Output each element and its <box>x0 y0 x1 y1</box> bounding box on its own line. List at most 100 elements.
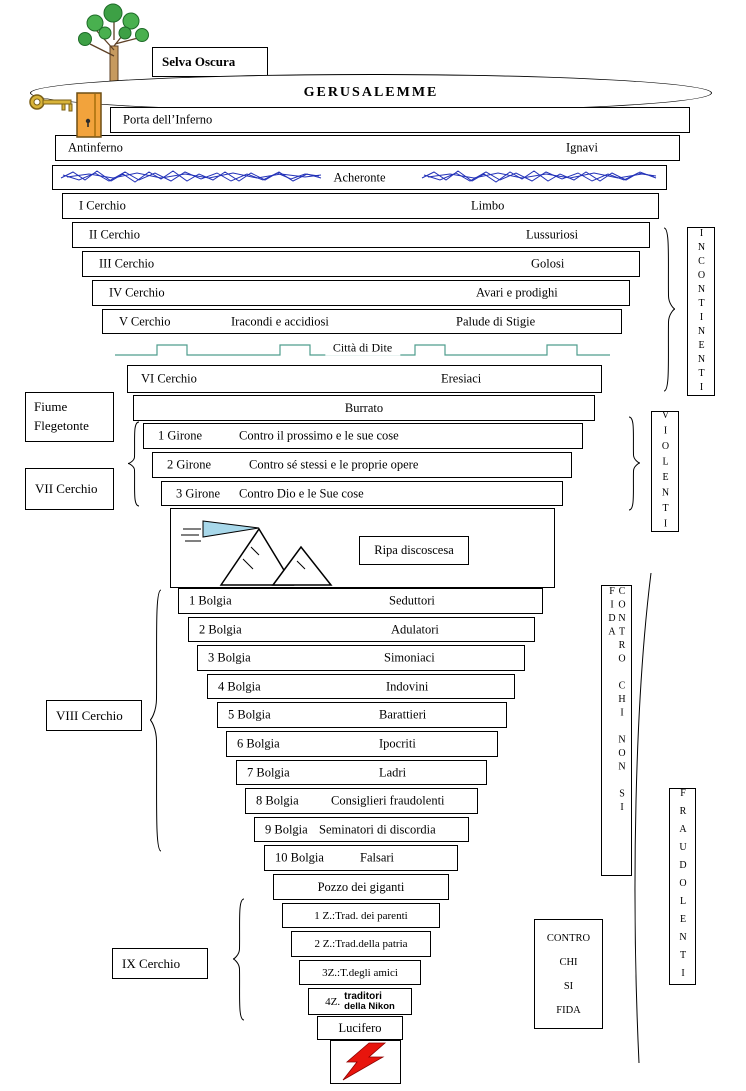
ripa-label-box: Ripa discoscesa <box>359 536 469 565</box>
bolgia-10-label: 10 Bolgia <box>275 850 324 865</box>
cerchio-8-box: VIII Cerchio <box>46 700 142 731</box>
violenti-brace <box>628 416 641 511</box>
ripa-label: Ripa discoscesa <box>374 543 454 557</box>
burrato-label: Burrato <box>344 400 384 415</box>
limbo-label: Limbo <box>471 198 505 213</box>
bolgia-7-label: 7 Bolgia <box>247 765 290 779</box>
bolgia-9-label: 9 Bolgia <box>265 822 308 836</box>
cerchio-3-row: III Cerchio Golosi <box>82 251 640 277</box>
bolgia-8-row: 8 Bolgia Consiglieri fraudolenti <box>245 788 478 814</box>
girone-2-sin: Contro sé stessi e le proprie opere <box>249 457 419 472</box>
bolgia-6-row: 6 Bolgia Ipocriti <box>226 731 498 757</box>
hell-gate-door-icon <box>76 92 102 138</box>
cerchio-7-label: VII Cerchio <box>35 481 98 496</box>
zona-2-row: 2 Z.:Trad.della patria <box>291 931 431 957</box>
eresiaci-label: Eresiaci <box>441 371 482 386</box>
avari-label: Avari e prodighi <box>476 285 558 300</box>
pozzo-row: Pozzo dei giganti <box>273 874 449 900</box>
antinferno-label: Antinferno <box>68 140 123 155</box>
pozzo-label: Pozzo dei giganti <box>317 879 405 894</box>
tree-icon <box>78 3 149 97</box>
iracondi-label: Iracondi e accidiosi <box>231 314 329 328</box>
girone-3-label: 3 Girone <box>176 486 221 500</box>
antinferno-row: Antinferno Ignavi <box>55 135 680 161</box>
bolgia-3-label: 3 Bolgia <box>208 650 251 665</box>
lucifero-label: Lucifero <box>338 1020 382 1035</box>
lucifero-bolt-box <box>330 1040 401 1084</box>
fiume-label-line1: Fiume <box>34 399 68 414</box>
cerchio-2-row: II Cerchio Lussuriosi <box>72 222 650 248</box>
falsari-label: Falsari <box>360 850 395 865</box>
indovini-label: Indovini <box>386 679 429 693</box>
zona-3-row: 3Z.:T.degli amici <box>299 960 421 985</box>
citta-di-dite-wall: Città di Dite <box>115 338 610 358</box>
mountains-icon <box>181 520 333 586</box>
violenti-box: VIOLENTI <box>651 409 679 534</box>
acheronte-label: Acheronte <box>325 170 394 185</box>
cerchio-4-label: IV Cerchio <box>109 285 165 300</box>
cerchio-7-box: VII Cerchio <box>25 468 114 510</box>
cerchio-2-label: II Cerchio <box>89 227 141 242</box>
simoniaci-label: Simoniaci <box>384 650 435 665</box>
ignavi-label: Ignavi <box>566 140 598 155</box>
girone-3-sin: Contro Dio e le Sue cose <box>239 486 364 500</box>
bolgia-5-row: 5 Bolgia Barattieri <box>217 702 507 728</box>
contro-chi-non-si-fida-box: CONTRO CHI NON SI FIDA <box>601 585 632 876</box>
girone-1-row: 1 Girone Contro il prossimo e le sue cos… <box>143 423 583 449</box>
citta-di-dite-label: Città di Dite <box>324 340 401 356</box>
zona-4-prefix: 4Z. <box>325 995 341 1008</box>
contro-si-word-4: FIDA <box>556 1004 581 1016</box>
incontinenti-box: INCONTINENTI <box>687 227 715 396</box>
bolgia-8-label: 8 Bolgia <box>256 793 299 808</box>
cerchio-8-label: VIII Cerchio <box>56 707 123 723</box>
adulatori-label: Adulatori <box>391 622 439 636</box>
fiume-label-line2: Flegetonte <box>34 417 89 433</box>
bolgia-9-row: 9 Bolgia Seminatori di discordia <box>254 817 469 842</box>
fraudolenti-label: FRAUDOLENTI <box>677 787 689 986</box>
seduttori-label: Seduttori <box>389 593 435 608</box>
cerchio-9-brace <box>232 898 245 1021</box>
nikon-logo: traditori della Nikon <box>344 991 395 1012</box>
bolgia-5-label: 5 Bolgia <box>228 707 271 722</box>
river-scribble-left-icon <box>60 170 322 183</box>
girone-1-label: 1 Girone <box>158 428 203 443</box>
cerchio-4-row: IV Cerchio Avari e prodighi <box>92 280 630 306</box>
cerchio-7-brace <box>127 421 140 507</box>
cerchio-5-row: V Cerchio Iracondi e accidiosi Palude di… <box>102 309 622 334</box>
selva-oscura-label: Selva Oscura <box>162 54 236 69</box>
zona-3-label: 3Z.:T.degli amici <box>322 966 398 979</box>
bolgia-2-label: 2 Bolgia <box>199 622 242 636</box>
ipocriti-label: Ipocriti <box>379 736 416 751</box>
gerusalemme-label: GERUSALEMME <box>303 85 439 100</box>
acheronte-row: Acheronte <box>52 165 667 190</box>
fraudolenti-arc-line <box>634 572 652 1064</box>
violenti-label: VIOLENTI <box>660 409 671 534</box>
bolgia-4-label: 4 Bolgia <box>218 679 261 693</box>
lightning-bolt-icon <box>342 1042 387 1081</box>
ripa-section: Ripa discoscesa <box>170 508 555 588</box>
lussuriosi-label: Lussuriosi <box>526 227 579 242</box>
zona-2-label: 2 Z.:Trad.della patria <box>314 938 408 950</box>
cerchio-6-row: VI Cerchio Eresiaci <box>127 365 602 393</box>
barattieri-label: Barattieri <box>379 707 427 722</box>
nikon-logo-line1: traditori <box>344 990 382 1002</box>
bolgia-1-label: 1 Bolgia <box>189 593 232 608</box>
porta-inferno-row: Porta dell’Inferno <box>110 107 690 133</box>
bolgia-7-row: 7 Bolgia Ladri <box>236 760 487 785</box>
bolgia-3-row: 3 Bolgia Simoniaci <box>197 645 525 671</box>
porta-inferno-label: Porta dell’Inferno <box>123 112 213 127</box>
bolgia-2-row: 2 Bolgia Adulatori <box>188 617 535 642</box>
girone-3-row: 3 Girone Contro Dio e le Sue cose <box>161 481 563 506</box>
stigie-label: Palude di Stigie <box>456 314 536 328</box>
cerchio-6-label: VI Cerchio <box>141 371 197 386</box>
selva-oscura-box: Selva Oscura <box>152 47 268 77</box>
cerchio-3-label: III Cerchio <box>99 256 155 271</box>
consiglieri-label: Consiglieri fraudolenti <box>331 793 445 808</box>
incontinenti-brace <box>663 227 676 392</box>
contro-si-word-2: CHI <box>559 956 578 968</box>
bolgia-10-row: 10 Bolgia Falsari <box>264 845 458 871</box>
cerchio-9-label: IX Cerchio <box>122 955 181 971</box>
bolgia-1-row: 1 Bolgia Seduttori <box>178 588 543 614</box>
bolgia-6-label: 6 Bolgia <box>237 736 280 751</box>
